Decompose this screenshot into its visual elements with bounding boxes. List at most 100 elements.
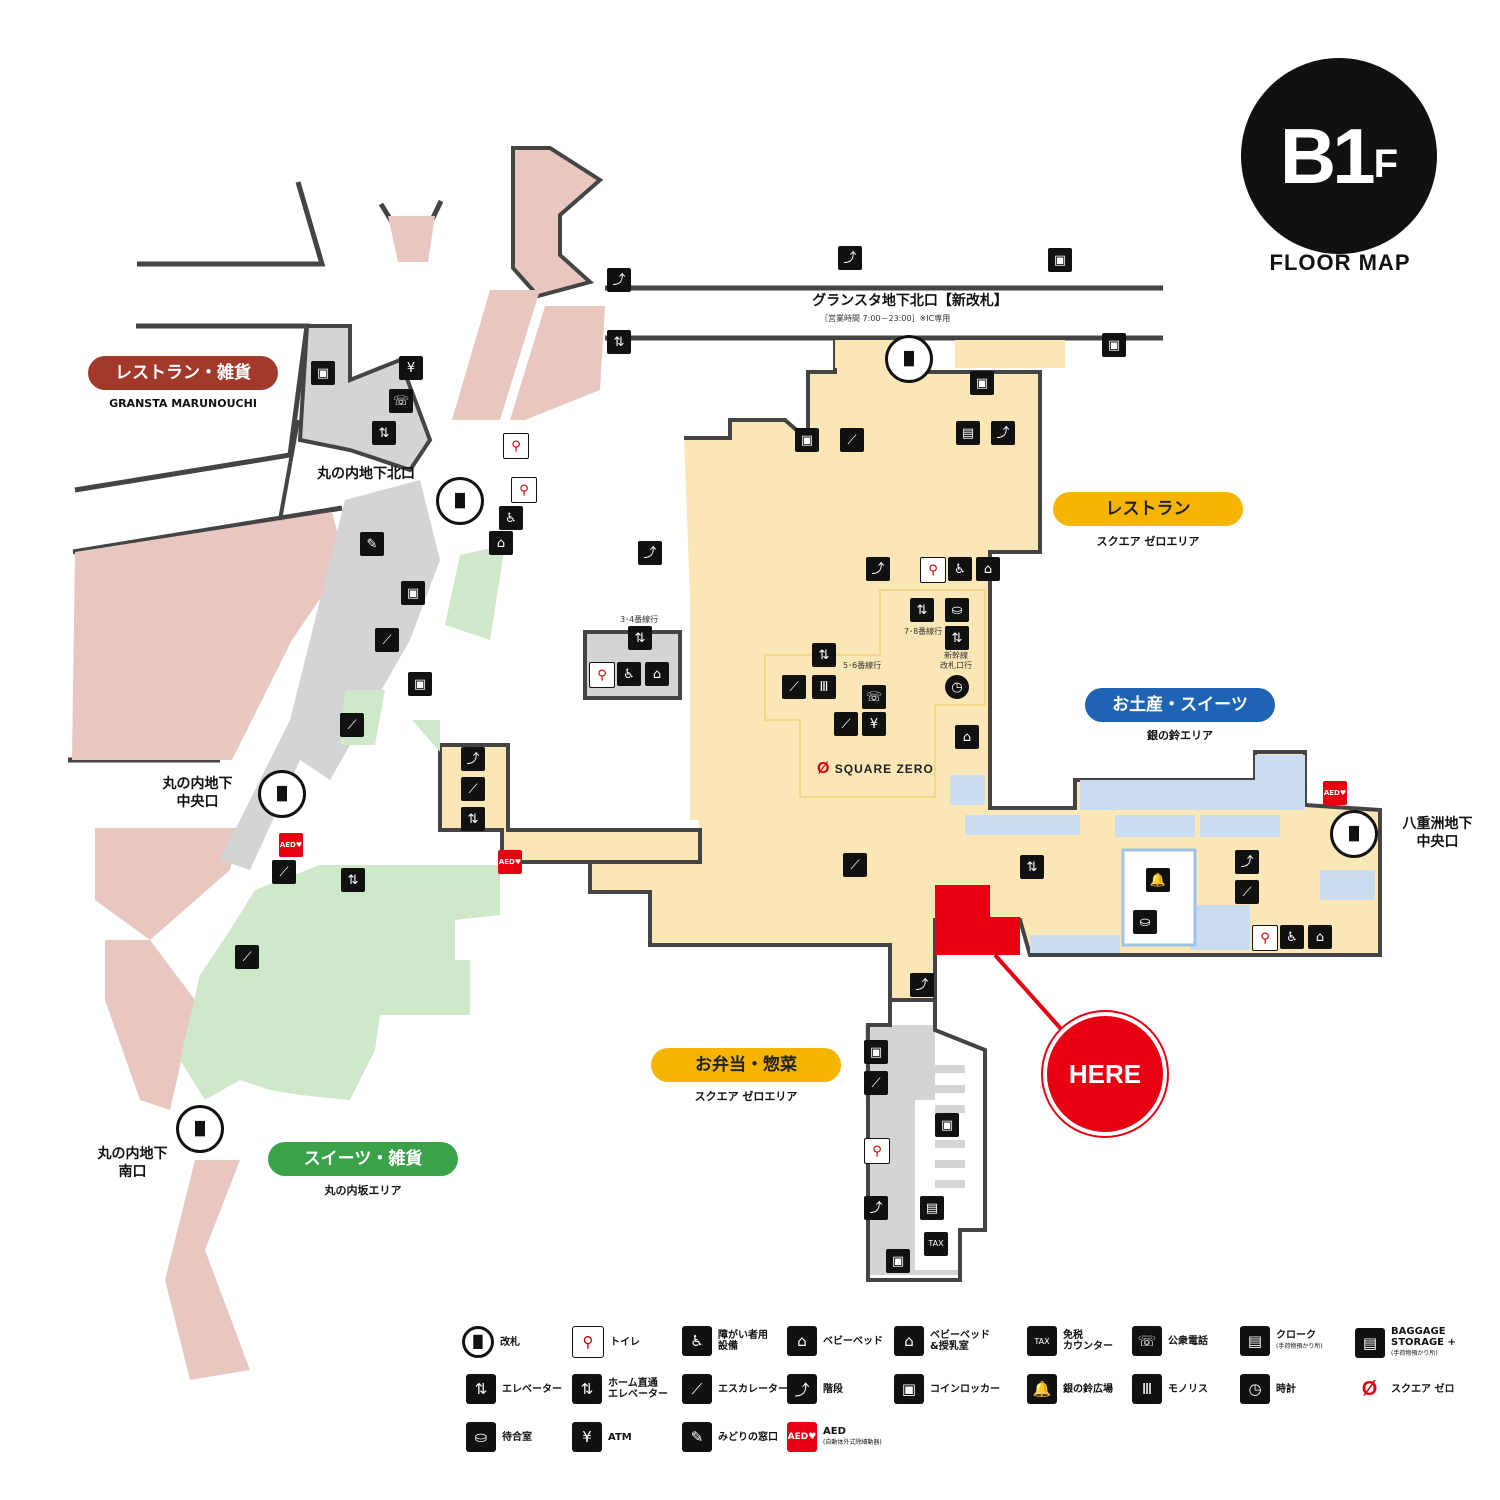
public-phone-icon: ☏ bbox=[1132, 1326, 1162, 1356]
legend-label: BAGGAGE STORAGE + (手荷物預かり所) bbox=[1391, 1326, 1456, 1359]
legend-item-cloak: ▤ クローク(手荷物預かり所) bbox=[1240, 1326, 1323, 1356]
legend-label-main: AED bbox=[823, 1426, 846, 1437]
legend-label-small: (手荷物預かり所) bbox=[1391, 1350, 1438, 1357]
coin-locker-icon: ▣ bbox=[311, 361, 335, 385]
ticket-gate-icon[interactable]: ▐▌ bbox=[1330, 810, 1378, 858]
baby-bed-icon: ⌂ bbox=[489, 531, 513, 555]
elevator-icon: ⇅ bbox=[372, 421, 396, 445]
here-pointer-line bbox=[993, 953, 1064, 1032]
ticket-gate-icon[interactable]: ▐▌ bbox=[885, 335, 933, 383]
stairs-icon: ⤴ bbox=[866, 557, 890, 581]
atm-icon: ¥ bbox=[572, 1422, 602, 1452]
area-restaurant-goods-sub: GRANSTA MARUNOUCHI bbox=[109, 397, 257, 410]
legend-label-main: BAGGAGE STORAGE + bbox=[1391, 1326, 1456, 1348]
area-sweets-sub: 丸の内坂エリア bbox=[324, 1184, 402, 1197]
legend-label: モノリス bbox=[1168, 1383, 1208, 1395]
gate-yaesu-center-line2: 中央口 bbox=[1416, 834, 1459, 850]
legend: ▐▌ 改札 ⚲ トイレ ♿ 障がい者用 設備 ⌂ ベビーベッド ⌂ ベビーベッド… bbox=[462, 1322, 1492, 1482]
area-bento-pill[interactable]: お弁当・惣菜 bbox=[651, 1048, 841, 1082]
baby-bed-icon: ⌂ bbox=[976, 557, 1000, 581]
atm-icon: ¥ bbox=[862, 712, 886, 736]
coin-locker-icon: ▣ bbox=[894, 1374, 924, 1404]
legend-item-silver-bell: 🔔 銀の鈴広場 bbox=[1027, 1374, 1113, 1404]
coin-locker-icon: ▣ bbox=[1048, 248, 1072, 272]
platform-elevator-icon: ⇅ bbox=[572, 1374, 602, 1404]
tax-free-icon: TAX bbox=[1027, 1326, 1057, 1356]
stairs-icon: ⤴ bbox=[864, 1196, 888, 1220]
gate-maru-north-label: 丸の内地下北口 bbox=[317, 466, 415, 482]
parking-stripes bbox=[935, 1065, 965, 1188]
legend-label: 免税 カウンター bbox=[1063, 1330, 1113, 1352]
legend-label: 公衆電話 bbox=[1168, 1335, 1208, 1347]
baby-nursing-icon: ⌂ bbox=[894, 1326, 924, 1356]
legend-label: コインロッカー bbox=[930, 1383, 1000, 1395]
public-phone-icon: ☏ bbox=[389, 389, 413, 413]
escalator-icon: ⟋ bbox=[235, 945, 259, 969]
silver-bell-icon: 🔔 bbox=[1027, 1374, 1057, 1404]
baby-bed-icon: ⌂ bbox=[1308, 925, 1332, 949]
gate-yaesu-center-line1: 八重洲地下 bbox=[1402, 816, 1473, 832]
toilet-icon: ⚲ bbox=[920, 557, 946, 583]
legend-label: ATM bbox=[608, 1431, 632, 1443]
ticket-office-icon: ✎ bbox=[682, 1422, 712, 1452]
ticket-gate-icon[interactable]: ▐▌ bbox=[436, 477, 484, 525]
ticket-gate-icon[interactable]: ▐▌ bbox=[176, 1105, 224, 1153]
escalator-icon: ⟋ bbox=[782, 675, 806, 699]
legend-label: エレベーター bbox=[502, 1383, 562, 1395]
escalator-icon: ⟋ bbox=[375, 628, 399, 652]
toilet-icon: ⚲ bbox=[589, 662, 615, 688]
ticket-gate-icon: ▐▌ bbox=[462, 1326, 494, 1358]
gate-north-new-label: グランスタ地下北口【新改札】 bbox=[812, 293, 1008, 309]
silver-bell-icon: 🔔 bbox=[1146, 868, 1170, 892]
area-sweets-pill[interactable]: スイーツ・雑貨 bbox=[268, 1142, 458, 1176]
legend-label: ホーム直通 エレベーター bbox=[608, 1378, 668, 1400]
toilet-icon: ⚲ bbox=[864, 1138, 890, 1164]
gate-north-new-hours: ［営業時間 7:00－23:00］※IC専用 bbox=[820, 314, 951, 323]
elevator-icon: ⇅ bbox=[1020, 855, 1044, 879]
platform-78-note: 7･8番線行 bbox=[904, 627, 943, 636]
blue-zones bbox=[950, 755, 1375, 953]
area-restaurant-goods-pill[interactable]: レストラン・雑貨 bbox=[88, 356, 278, 390]
legend-item-platform-elevator: ⇅ ホーム直通 エレベーター bbox=[572, 1374, 668, 1404]
legend-label: トイレ bbox=[610, 1336, 640, 1348]
coin-locker-icon: ▣ bbox=[795, 428, 819, 452]
stairs-icon: ⤴ bbox=[910, 973, 934, 997]
area-souvenir-pill[interactable]: お土産・スイーツ bbox=[1085, 688, 1275, 722]
legend-label: 階段 bbox=[823, 1383, 843, 1395]
gate-maru-center-label: 丸の内地下 中央口 bbox=[145, 775, 250, 811]
coin-locker-icon: ▣ bbox=[970, 371, 994, 395]
legend-label: 障がい者用 設備 bbox=[718, 1330, 768, 1352]
toilet-icon: ⚲ bbox=[511, 477, 537, 503]
ticket-gate-icon[interactable]: ▐▌ bbox=[258, 770, 306, 818]
area-restaurant-pill[interactable]: レストラン bbox=[1053, 492, 1243, 526]
legend-label: クローク(手荷物預かり所) bbox=[1276, 1330, 1323, 1352]
legend-label: スクエア ゼロ bbox=[1391, 1383, 1455, 1395]
coin-locker-icon: ▣ bbox=[401, 581, 425, 605]
escalator-icon: ⟋ bbox=[843, 853, 867, 877]
legend-item-toilet: ⚲ トイレ bbox=[572, 1326, 640, 1358]
baggage-storage-icon: ▤ bbox=[956, 421, 980, 445]
escalator-icon: ⟋ bbox=[834, 712, 858, 736]
shinkansen-note: 新幹線 改札口行 bbox=[940, 651, 972, 670]
baby-bed-icon: ⌂ bbox=[787, 1326, 817, 1356]
legend-label-small: (手荷物預かり所) bbox=[1276, 1343, 1323, 1350]
clock-icon: ◷ bbox=[1240, 1374, 1270, 1404]
legend-item-ticket-office: ✎ みどりの窓口 bbox=[682, 1422, 778, 1452]
gate-maru-center-line2: 中央口 bbox=[176, 794, 219, 810]
stairs-icon: ⤴ bbox=[991, 421, 1015, 445]
legend-label: ベビーベッド &授乳室 bbox=[930, 1330, 990, 1352]
legend-item-accessible: ♿ 障がい者用 設備 bbox=[682, 1326, 768, 1356]
ticket-office-icon: ✎ bbox=[360, 532, 384, 556]
baggage-storage-icon: ▤ bbox=[1355, 1327, 1385, 1358]
square-zero-outline bbox=[764, 589, 986, 798]
legend-item-elevator: ⇅ エレベーター bbox=[466, 1374, 562, 1404]
atm-icon: ¥ bbox=[399, 356, 423, 380]
aed-icon: AED♥ bbox=[1323, 781, 1347, 805]
here-marker: HERE bbox=[1043, 1012, 1167, 1136]
stairs-icon: ⤴ bbox=[638, 541, 662, 565]
gate-yaesu-center-label: 八重洲地下 中央口 bbox=[1385, 815, 1490, 851]
toilet-icon: ⚲ bbox=[503, 433, 529, 459]
platform-elevator-icon: ⇅ bbox=[910, 598, 934, 622]
legend-label: 時計 bbox=[1276, 1383, 1296, 1395]
toilet-icon: ⚲ bbox=[1252, 925, 1278, 951]
